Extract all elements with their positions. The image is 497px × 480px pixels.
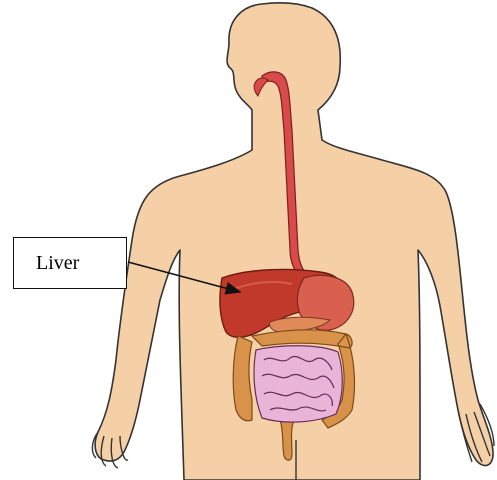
liver-label-box: Liver	[13, 237, 127, 289]
liver-label: Liver	[36, 253, 79, 273]
